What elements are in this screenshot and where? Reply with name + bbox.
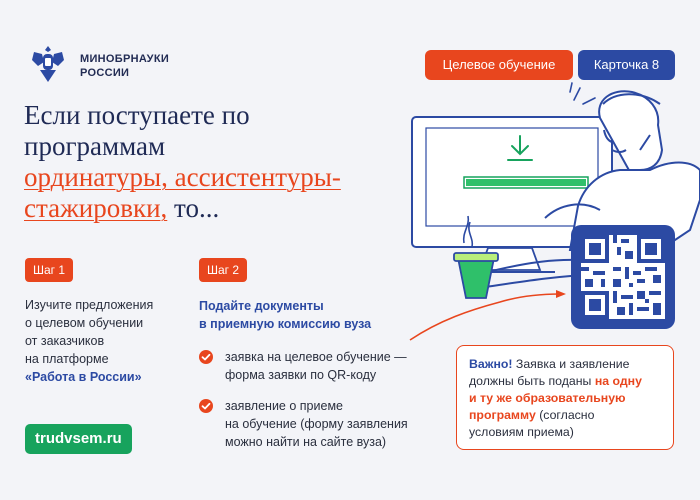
step2-title: Подайте документы в приемную комиссию ву… <box>199 297 399 333</box>
tag-target-learning: Целевое обучение <box>425 50 573 80</box>
step1-line1: Изучите предложения <box>25 298 154 312</box>
progress-bar <box>463 176 589 189</box>
step1-badge: Шаг 1 <box>25 258 74 282</box>
bullet2-line3: можно найти на сайте вуза) <box>225 435 387 449</box>
tag-card-number: Карточка 8 <box>578 50 675 80</box>
note-accent2: и ту же образовательную <box>469 391 626 405</box>
ministry-line2: РОССИИ <box>80 67 130 79</box>
bullet2-line2: на обучение (форму заявления <box>225 417 408 431</box>
bullet1-line2: форма заявки по QR-коду <box>225 368 377 382</box>
step2-badge: Шаг 2 <box>199 258 248 282</box>
headline-part4: то... <box>167 193 220 223</box>
important-note: Важно! Заявка и заявление должны быть по… <box>456 345 674 450</box>
platform-name: «Работа в России» <box>25 370 142 384</box>
note-lead: Важно! <box>469 357 513 371</box>
check-icon <box>199 350 213 364</box>
ministry-name: МИНОБРНАУКИ РОССИИ <box>80 52 169 80</box>
bullet1-line1: заявка на целевое обучение — <box>225 350 407 364</box>
note-text4: условиям приема) <box>469 425 574 439</box>
download-icon <box>507 135 533 161</box>
check-icon <box>199 399 213 413</box>
ministry-line1: МИНОБРНАУКИ <box>80 53 170 65</box>
headline-part2: ординатуры, ассистентуры- <box>24 162 341 192</box>
site-link[interactable]: trudvsem.ru <box>25 424 132 454</box>
note-text2: должны быть поданы <box>469 374 595 388</box>
note-accent1: на одну <box>594 374 642 388</box>
sparkle-icon <box>569 82 596 105</box>
headline-part3: стажировки, <box>24 193 168 223</box>
headline-part1: Если поступаете по программам <box>24 100 250 161</box>
step1-line4: на платформе <box>25 352 109 366</box>
coffee-cup-icon <box>453 215 499 299</box>
bullet-application: заявка на целевое обучение — форма заявк… <box>199 348 429 384</box>
arrow-icon <box>409 293 561 341</box>
bullet-admission: заявление о приеме на обучение (форму за… <box>199 397 429 451</box>
step1-line3: от заказчиков <box>25 334 105 348</box>
qr-code[interactable] <box>571 225 675 329</box>
step2-title-line1: Подайте документы <box>199 299 324 313</box>
note-text3: (согласно <box>535 408 595 422</box>
step1-text: Изучите предложения о целевом обучении о… <box>25 296 190 386</box>
note-text1: Заявка и заявление <box>512 357 630 371</box>
qr-pattern <box>581 235 665 319</box>
bullet2-line1: заявление о приеме <box>225 399 343 413</box>
step1-line2: о целевом обучении <box>25 316 144 330</box>
page-title: Если поступаете по программам ординатуры… <box>24 100 394 224</box>
note-accent3: программу <box>469 408 536 422</box>
step2-title-line2: в приемную комиссию вуза <box>199 317 372 331</box>
coat-of-arms-icon <box>32 46 64 82</box>
